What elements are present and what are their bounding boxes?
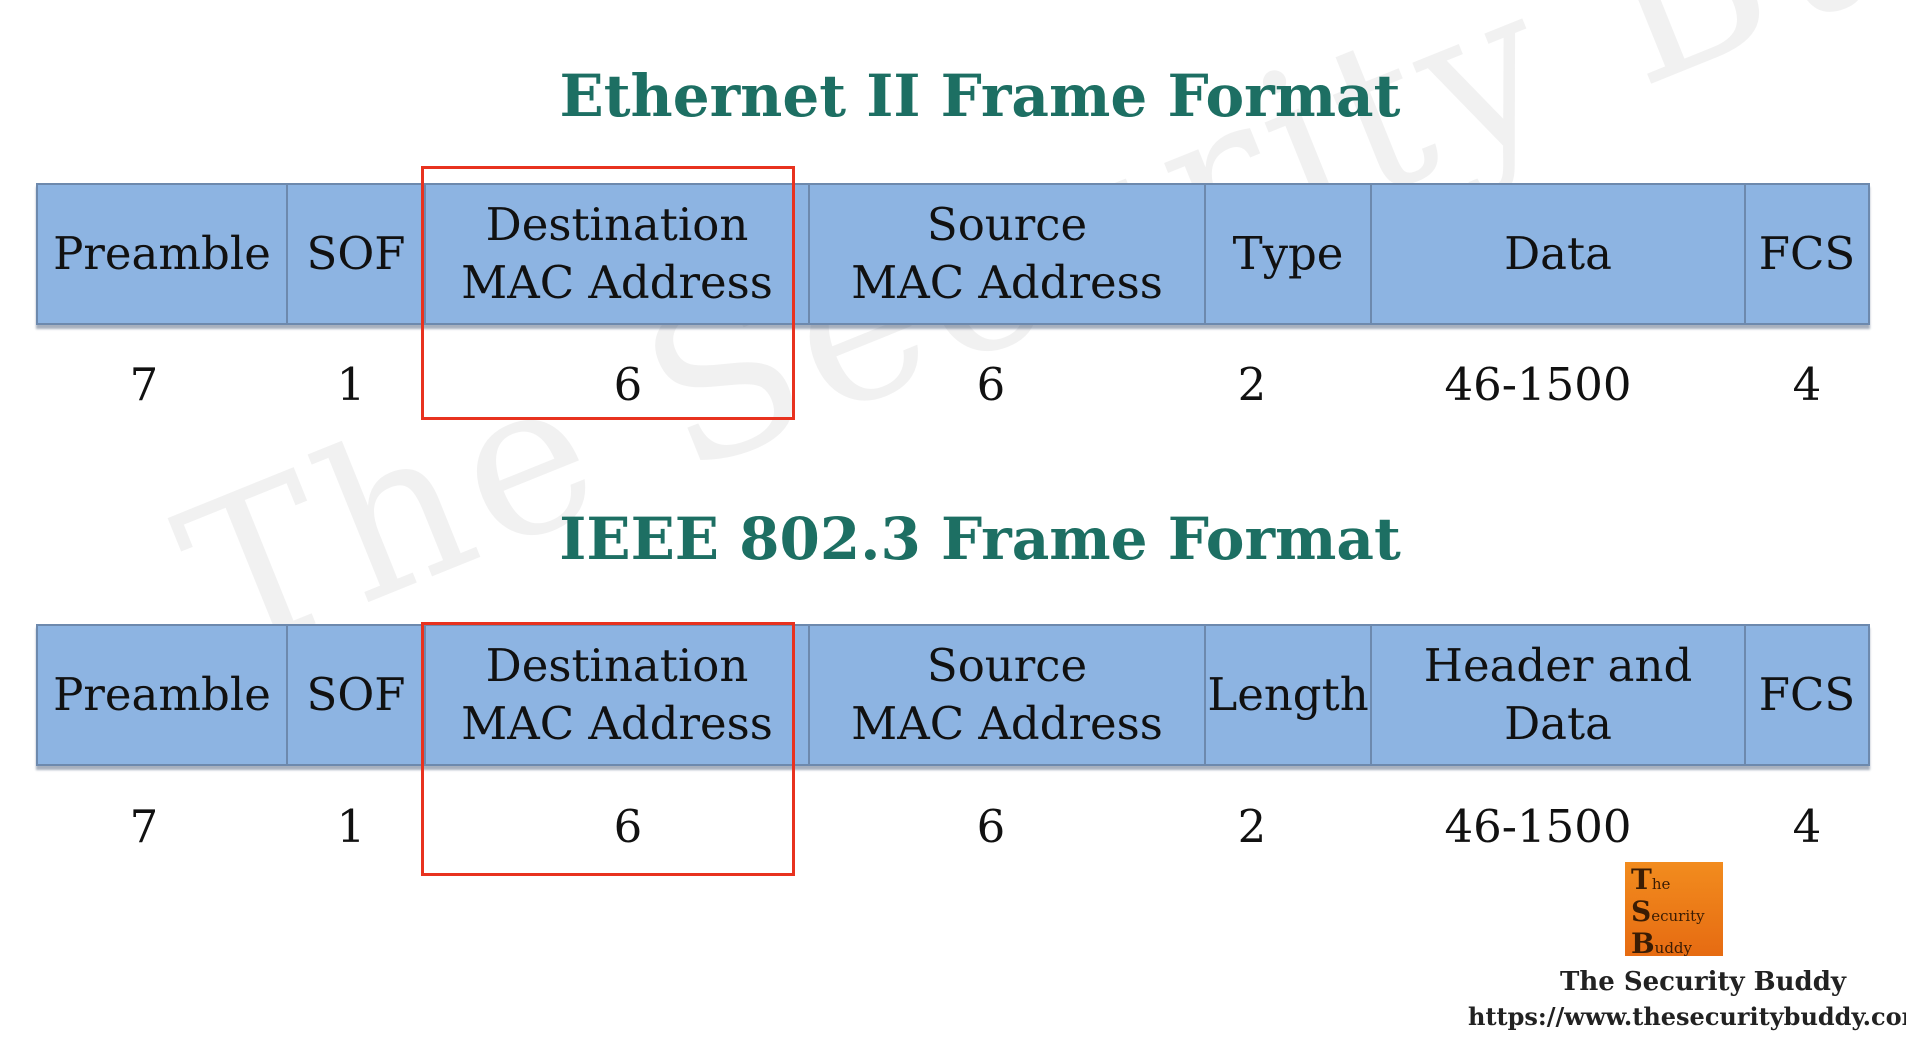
field-data: Data [1372,185,1746,323]
ieee-802-3-frame: Preamble SOF Destination MAC Address Sou… [36,624,1870,766]
logo-text-uddy: uddy [1654,939,1693,957]
field-sof: SOF [288,185,426,323]
field-header-and-data: Header and Data [1372,626,1746,764]
security-buddy-logo: The Security Buddy [1625,862,1723,958]
field-source-mac: Source MAC Address [810,185,1206,323]
size-sof: 1 [336,799,366,853]
field-destination-mac: Destination MAC Address [426,626,810,764]
field-fcs: FCS [1758,668,1856,721]
logo-text-ecurity: ecurity [1651,907,1705,925]
field-destination-mac: Destination MAC Address [426,185,810,323]
size-data: 46-1500 [1444,357,1632,411]
logo-letter-s: S [1631,895,1652,928]
field-sof: SOF [288,626,426,764]
size-source-mac: 6 [976,799,1006,853]
logo-letter-b: B [1631,927,1655,960]
size-fcs: 4 [1792,799,1822,853]
field-source-mac: Source MAC Address [810,626,1206,764]
size-destination-mac: 6 [613,357,643,411]
ethernet-ii-frame: Preamble SOF Destination MAC Address Sou… [36,183,1870,325]
logo-letter-t: T [1631,863,1652,896]
destination-mac-highlight-box [421,166,795,420]
field-fcs: FCS [1758,227,1856,280]
field-preamble: Preamble [38,626,288,764]
logo-text-he: he [1651,875,1671,893]
size-type: 2 [1237,357,1267,411]
size-sof: 1 [336,357,366,411]
ethernet-ii-title: Ethernet II Frame Format [559,62,1401,130]
field-preamble: Preamble [38,185,288,323]
size-fcs: 4 [1792,357,1822,411]
field-type: Type [1206,185,1372,323]
ieee-802-3-title: IEEE 802.3 Frame Format [559,505,1401,573]
size-destination-mac: 6 [613,799,643,853]
size-preamble: 7 [129,799,159,853]
ieee-802-3-sizes: 7 1 6 6 2 46-1500 4 [36,796,1866,856]
field-length: Length [1206,626,1372,764]
brand-url-link[interactable]: https://www.thesecuritybuddy.com/ [1468,1002,1906,1031]
ethernet-ii-sizes: 7 1 6 6 2 46-1500 4 [36,354,1866,414]
destination-mac-highlight-box [421,622,795,876]
size-preamble: 7 [129,357,159,411]
size-source-mac: 6 [976,357,1006,411]
size-header-and-data: 46-1500 [1444,799,1632,853]
brand-name: The Security Buddy [1560,967,1846,997]
size-length: 2 [1237,799,1267,853]
